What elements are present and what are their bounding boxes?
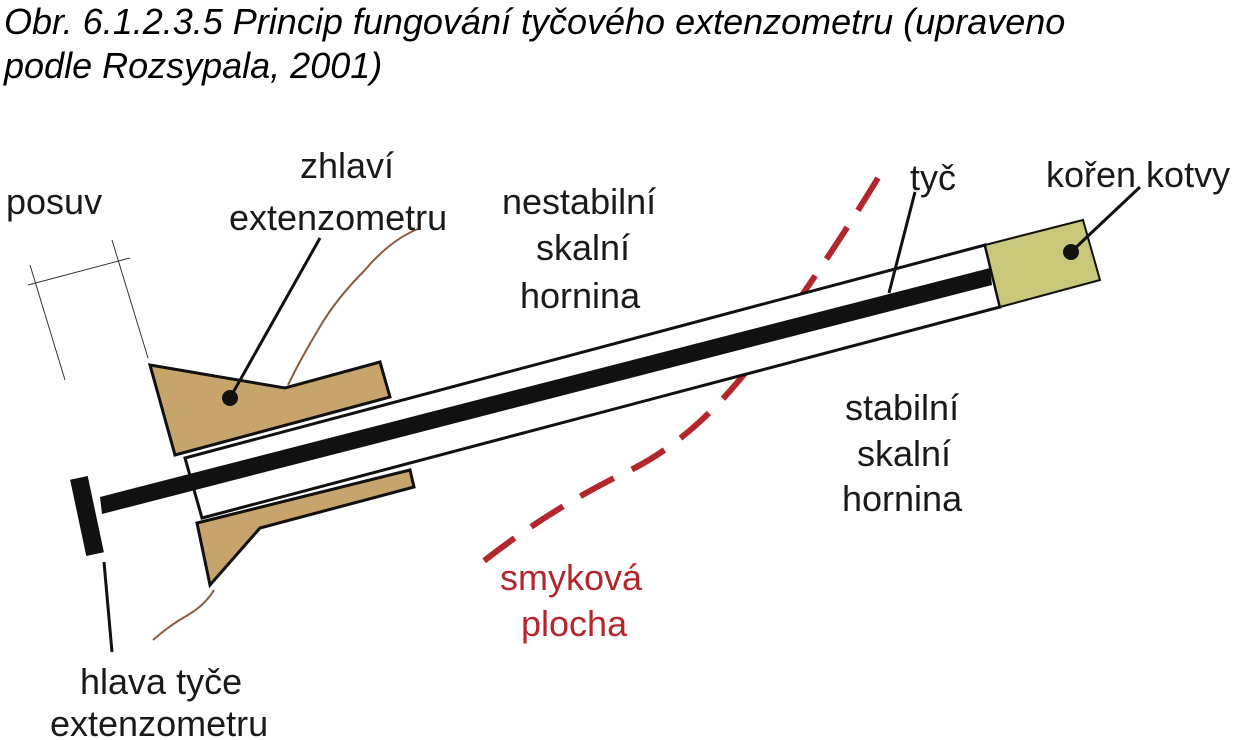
figure-caption: Obr. 6.1.2.3.5 Princip fungování tyčovéh… bbox=[4, 0, 1254, 88]
label-hlava-line1: hlava tyče bbox=[80, 661, 242, 702]
rod-head bbox=[70, 475, 104, 557]
label-stabilni-line2: skalní bbox=[857, 433, 951, 474]
label-zhlavi-line2: extenzometru bbox=[229, 197, 447, 238]
shear-plane-line bbox=[468, 176, 881, 575]
label-nestabilni-line3: hornina bbox=[520, 275, 641, 316]
label-zhlavi-line1: zhlaví bbox=[300, 145, 394, 186]
wire-lower bbox=[152, 589, 215, 641]
label-stabilni-line3: hornina bbox=[842, 478, 963, 519]
extensometer-head-lower bbox=[195, 468, 416, 589]
displacement-marker bbox=[27, 239, 149, 381]
label-smykova-line2: plocha bbox=[521, 603, 628, 644]
label-tyc: tyč bbox=[910, 157, 956, 198]
anchor-root bbox=[983, 218, 1102, 309]
label-posuv: posuv bbox=[6, 181, 102, 222]
head-marker-point bbox=[222, 390, 238, 406]
label-stabilni-line1: stabilní bbox=[845, 387, 959, 428]
label-koren-kotvy: kořen kotvy bbox=[1046, 154, 1230, 195]
label-nestabilni-line1: nestabilní bbox=[502, 181, 656, 222]
caption-line-2: podle Rozsypala, 2001) bbox=[4, 45, 383, 86]
measuring-rod bbox=[100, 268, 992, 514]
leader-lines bbox=[102, 185, 1142, 653]
wire-upper bbox=[287, 227, 421, 386]
label-smykova-line1: smyková bbox=[500, 557, 643, 598]
caption-line-1: Obr. 6.1.2.3.5 Princip fungování tyčovéh… bbox=[4, 1, 1066, 42]
extensometer-head-upper bbox=[147, 360, 392, 457]
label-hlava-line2: extenzometru bbox=[50, 703, 268, 740]
label-nestabilni-line2: skalní bbox=[536, 227, 630, 268]
